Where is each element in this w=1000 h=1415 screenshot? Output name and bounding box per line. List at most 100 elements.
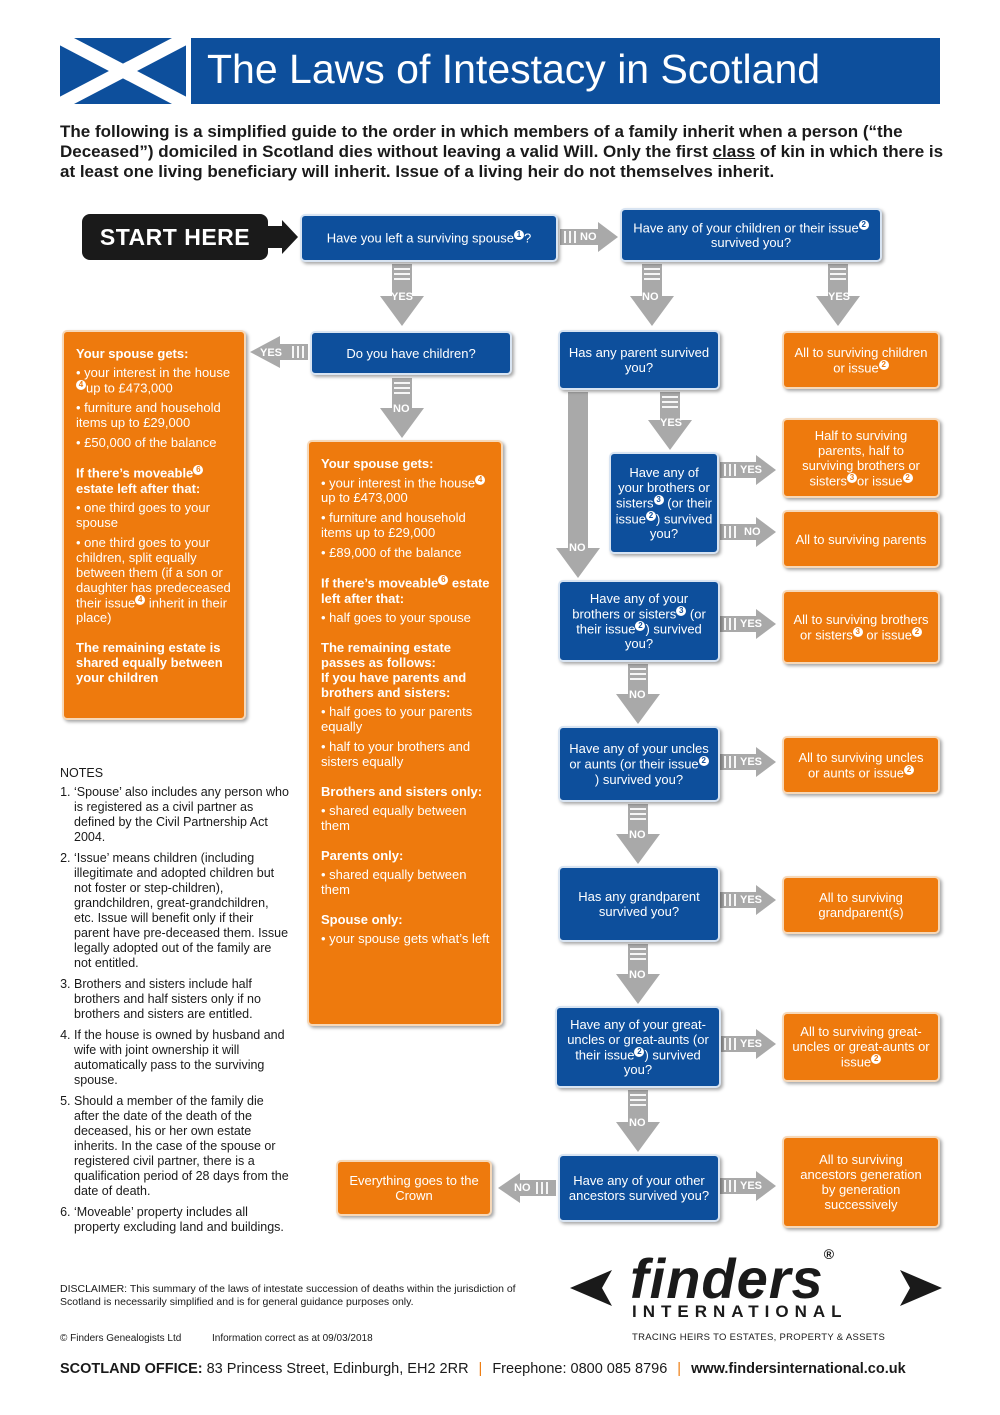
footer: SCOTLAND OFFICE: 83 Princess Street, Edi…: [60, 1361, 906, 1377]
spouse-only-heading: Spouse only:: [321, 911, 403, 927]
label-no: NO: [629, 969, 646, 981]
arrow-q7-yes: [720, 747, 776, 777]
finders-logo: finders® INTERNATIONAL: [570, 1246, 942, 1345]
note-item: ‘Issue’ means children (including illegi…: [74, 851, 292, 971]
arrow-q6-yes: [720, 609, 776, 639]
note-ref: 3: [847, 472, 858, 483]
label-no: NO: [580, 231, 597, 243]
label-no: NO: [629, 689, 646, 701]
list-item: • £50,000 of the balance: [76, 435, 217, 451]
list-item: • furniture and household items up to £2…: [76, 400, 221, 431]
label-yes: YES: [740, 1180, 763, 1192]
footer-website-link[interactable]: www.findersinternational.co.uk: [691, 1361, 906, 1377]
q10-text: Have any of your other ancestors survive…: [568, 1173, 710, 1203]
result-parents: All to surviving parents: [782, 510, 940, 568]
result-great-uncles-aunts: All to surviving great-uncles or great-a…: [782, 1012, 940, 1082]
label-yes: YES: [260, 347, 283, 359]
spouse-with-children-panel: Your spouse gets: • your interest in the…: [62, 330, 246, 720]
r5-text: All to surviving uncles or aunts or issu…: [798, 749, 924, 781]
note-ref: 2: [635, 621, 646, 631]
note-ref: 2: [698, 756, 709, 767]
footer-office-label: SCOTLAND OFFICE:: [60, 1361, 203, 1377]
notes-title: NOTES: [60, 766, 104, 780]
crown-text: Everything goes to the Crown: [349, 1173, 479, 1203]
siblings-only-heading: Brothers and sisters only:: [321, 783, 483, 799]
label-yes: YES: [828, 291, 851, 303]
r2-text-b: or issue: [857, 473, 903, 489]
list-item-end: up to £473,000: [86, 380, 173, 396]
arrow-q7-no: [616, 804, 660, 864]
q2-text: Have any of your children or their issue: [633, 220, 859, 236]
arrow-q2-no: [630, 264, 674, 326]
arrow-q6-no: [616, 664, 660, 724]
note-ref: 6: [438, 575, 449, 586]
list-item: • one third goes to your spouse: [76, 499, 210, 530]
label-no: NO: [629, 1117, 646, 1129]
list-item-end: up to £473,000: [321, 490, 408, 506]
question-uncles-aunts: Have any of your uncles or aunts (or the…: [558, 726, 720, 802]
note-ref: 2: [858, 219, 869, 230]
r6-text: All to surviving grandparent(s): [818, 890, 904, 920]
intro-underlined: class: [712, 142, 756, 161]
note-item: If the house is owned by husband and wif…: [74, 1028, 292, 1088]
notes-list: ‘Spouse’ also includes any person who is…: [60, 785, 292, 1235]
q4-text: Has any parent survived you?: [568, 345, 710, 375]
parents-siblings-heading: If you have parents and brothers and sis…: [321, 669, 467, 700]
result-crown: Everything goes to the Crown: [336, 1160, 492, 1216]
arrow-q3-yes: [250, 336, 308, 368]
moveable-heading-end: estate left after that:: [321, 575, 490, 606]
note-ref: 2: [904, 764, 915, 775]
question-great-uncles-aunts: Have any of your great-uncles or great-a…: [555, 1006, 721, 1088]
q7-text: Have any of your uncles or aunts (or the…: [569, 741, 709, 772]
list-item: • shared equally between them: [321, 866, 467, 897]
note-ref: 4: [76, 380, 86, 390]
spouse-no-children-panel: Your spouse gets: • your interest in the…: [307, 440, 503, 1026]
r1-text: All to surviving children or issue: [794, 344, 928, 376]
arrow-q10-no: [498, 1173, 556, 1203]
parents-only-heading: Parents only:: [321, 847, 404, 863]
list-item: • your interest in the house: [321, 475, 476, 491]
note-ref: 4: [135, 594, 146, 605]
note-item: Brothers and sisters include half brothe…: [74, 977, 292, 1022]
arrow-q4-yes: [648, 392, 692, 450]
note-ref: 4: [475, 475, 486, 485]
info-date: Information correct as at 09/03/2018: [212, 1333, 373, 1344]
question-other-ancestors: Have any of your other ancestors survive…: [558, 1154, 720, 1222]
r4-text-b: or issue: [866, 627, 912, 643]
list-item: • your interest in the house: [76, 365, 231, 380]
q5-text: Have any of your brothers or sisters: [616, 465, 710, 511]
list-item-end: inherit in their place): [76, 594, 227, 625]
arrow-q9-yes: [720, 1029, 776, 1059]
arrow-q1-no: [560, 222, 618, 252]
arrow-q4-no: [556, 392, 600, 578]
result-ancestors: All to surviving ancestors generation by…: [782, 1136, 940, 1228]
result-uncles-aunts: All to surviving uncles or aunts or issu…: [782, 736, 940, 794]
note-ref: 2: [646, 510, 656, 521]
q6-text-b: (or their issue: [576, 606, 706, 637]
list-item: • your spouse gets what’s left: [321, 930, 490, 946]
q7-text-b: ) survived you?: [594, 771, 684, 787]
copyright: © Finders Genealogists Ltd: [60, 1333, 182, 1344]
question-grandparent: Has any grandparent survived you?: [558, 866, 720, 942]
r4-text: All to surviving brothers or sisters: [793, 611, 929, 643]
label-no: NO: [642, 291, 659, 303]
arrow-q8-yes: [720, 885, 776, 915]
list-item: • half to your brothers and sisters equa…: [321, 738, 471, 769]
start-here-label: START HERE: [82, 214, 268, 260]
arrow-q10-yes: [720, 1171, 776, 1201]
footer-separator: |: [478, 1361, 483, 1377]
q1-text: Have you left a surviving spouse: [326, 230, 514, 246]
arrow-q5-no: [720, 517, 776, 547]
logo-tagline: TRACING HEIRS TO ESTATES, PROPERTY & ASS…: [632, 1332, 886, 1343]
intro-part1: The following is a simplified guide to t…: [60, 122, 903, 161]
logo-sub: INTERNATIONAL: [632, 1302, 848, 1321]
disclaimer: DISCLAIMER: This summary of the laws of …: [60, 1283, 516, 1308]
note-ref: 2: [634, 1046, 645, 1057]
q9-text-b: ) survived you?: [623, 1047, 701, 1078]
notes-section: NOTES ‘Spouse’ also includes any person …: [60, 766, 292, 1241]
label-no: NO: [744, 526, 761, 538]
